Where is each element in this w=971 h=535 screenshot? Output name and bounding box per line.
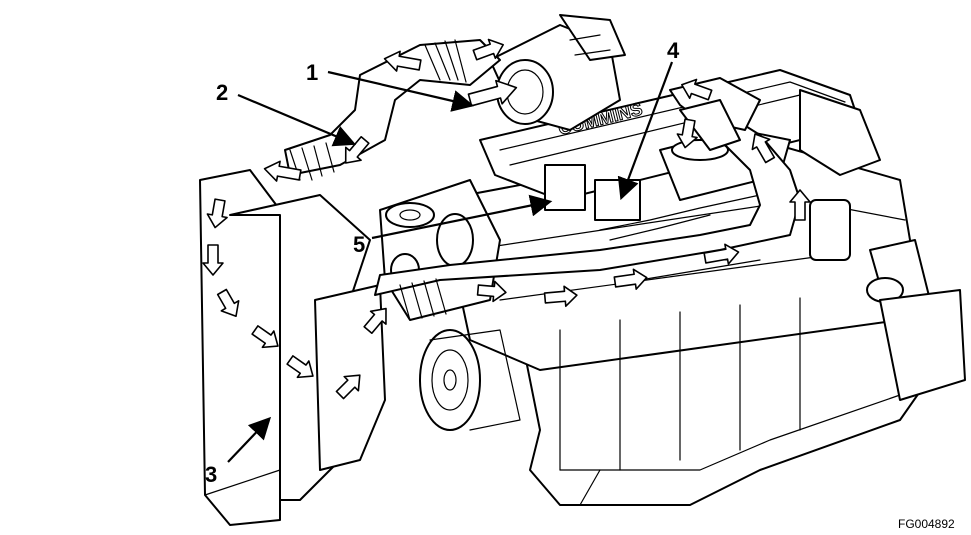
airflow-arrow-icon — [543, 285, 578, 308]
figure-id: FG004892 — [898, 517, 955, 531]
airflow-arrow-icon — [363, 307, 387, 335]
callout-4: 4 — [667, 38, 680, 63]
leader-line-3 — [227, 416, 272, 463]
airflow-arrow-icon — [344, 135, 370, 164]
airflow-arrows — [202, 38, 811, 400]
hose-clamp-bellows-upper — [424, 39, 467, 83]
airflow-arrow-icon — [472, 38, 504, 61]
hose-clamp-bellows-crossover — [399, 278, 447, 321]
airflow-arrow-icon — [613, 268, 648, 290]
callout-2: 2 — [216, 80, 228, 105]
leader-line-5 — [371, 194, 553, 240]
airflow-arrow-icon — [703, 243, 740, 265]
turbocharger — [489, 14, 626, 131]
leader-line-4 — [617, 61, 674, 201]
engine-block: CUMMINS — [379, 69, 966, 506]
callout-5: 5 — [353, 232, 365, 257]
leader-lines — [227, 61, 674, 463]
callout-3: 3 — [205, 462, 217, 487]
airflow-arrow-icon — [206, 198, 228, 229]
airflow-arrow-icon — [383, 50, 422, 72]
leader-line-1 — [327, 70, 475, 112]
airflow-arrow-icon — [335, 374, 361, 400]
callout-1: 1 — [306, 60, 318, 85]
airflow-arrow-icon — [216, 288, 240, 318]
airflow-arrow-icon — [467, 79, 518, 107]
airflow-arrow-icon — [286, 355, 314, 379]
airflow-arrow-icon — [263, 160, 302, 182]
airflow-arrow-icon — [681, 78, 713, 101]
airflow-arrow-icon — [202, 244, 224, 276]
airflow-arrow-icon — [476, 280, 507, 303]
charge-air-cooler — [199, 169, 386, 526]
airflow-arrow-icon — [676, 118, 698, 149]
airflow-arrow-icon — [751, 133, 776, 164]
airflow-arrow-icon — [789, 189, 811, 221]
leader-line-2 — [237, 93, 357, 147]
airflow-arrow-icon — [251, 325, 279, 349]
